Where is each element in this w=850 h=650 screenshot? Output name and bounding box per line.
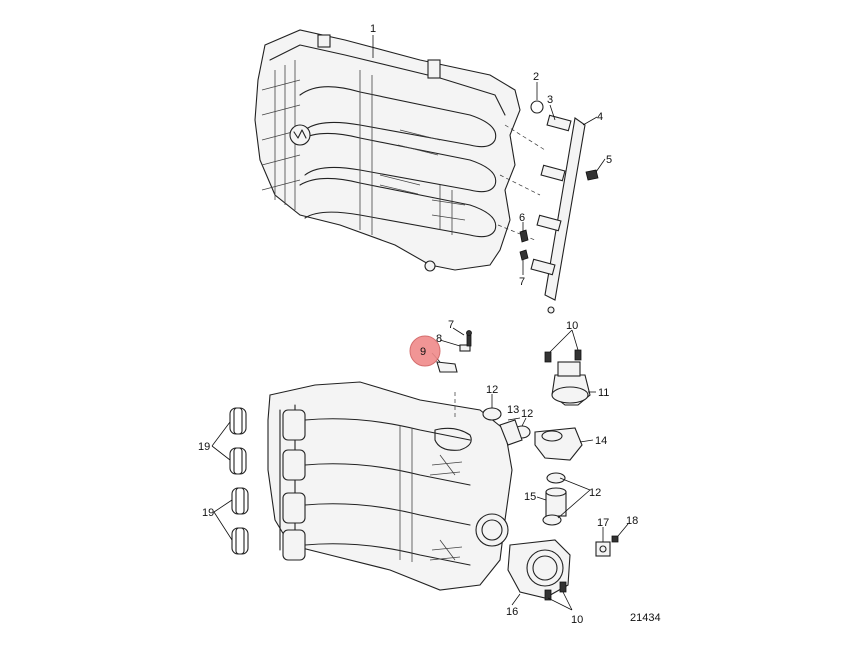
callout-12-a: 12 bbox=[486, 384, 498, 396]
callout-15: 15 bbox=[524, 491, 536, 503]
callout-5: 5 bbox=[606, 154, 612, 166]
callout-13: 13 bbox=[507, 404, 519, 416]
callout-3: 3 bbox=[547, 94, 553, 106]
callout-18: 18 bbox=[626, 515, 638, 527]
lower-intake-manifold bbox=[267, 381, 513, 591]
throttle-body bbox=[507, 539, 571, 601]
callout-1: 1 bbox=[370, 23, 376, 35]
callout-17: 17 bbox=[597, 517, 609, 529]
callout-9: 9 bbox=[420, 346, 426, 358]
callout-7-upper: 7 bbox=[519, 276, 525, 288]
figure-number: 21434 bbox=[630, 612, 661, 624]
callout-8: 8 bbox=[436, 333, 442, 345]
callout-12-b: 12 bbox=[521, 408, 533, 420]
callout-10-upper: 10 bbox=[566, 320, 578, 332]
callout-7-lower: 7 bbox=[448, 319, 454, 331]
callout-19-lower: 19 bbox=[202, 507, 214, 519]
callout-19-upper: 19 bbox=[198, 441, 210, 453]
callout-11: 11 bbox=[598, 387, 609, 399]
coupler-and-clamps bbox=[542, 472, 567, 526]
idle-air-control-valve bbox=[544, 349, 591, 406]
rail-bolt bbox=[585, 169, 599, 181]
callout-16: 16 bbox=[506, 606, 518, 618]
o-ring bbox=[530, 100, 544, 114]
callout-6: 6 bbox=[519, 212, 525, 224]
callout-14: 14 bbox=[595, 435, 607, 447]
upper-intake-plenum bbox=[254, 29, 521, 272]
fuel-rail-assembly bbox=[497, 100, 599, 314]
callout-4: 4 bbox=[597, 111, 603, 123]
sensor-assembly bbox=[436, 330, 472, 373]
callout-12-c: 12 bbox=[589, 487, 601, 499]
callout-10-lower: 10 bbox=[571, 614, 583, 626]
intake-gaskets bbox=[229, 407, 249, 555]
hoses-and-elbow bbox=[482, 407, 583, 461]
throttle-position-sensor bbox=[595, 535, 619, 557]
callout-2: 2 bbox=[533, 71, 539, 83]
fuel-injector bbox=[530, 114, 572, 276]
leader-lines bbox=[211, 35, 629, 611]
callout-labels: 1 2 3 4 5 6 7 7 8 9 10 11 12 12 13 14 15… bbox=[198, 23, 638, 626]
highlight-marker bbox=[409, 335, 441, 367]
